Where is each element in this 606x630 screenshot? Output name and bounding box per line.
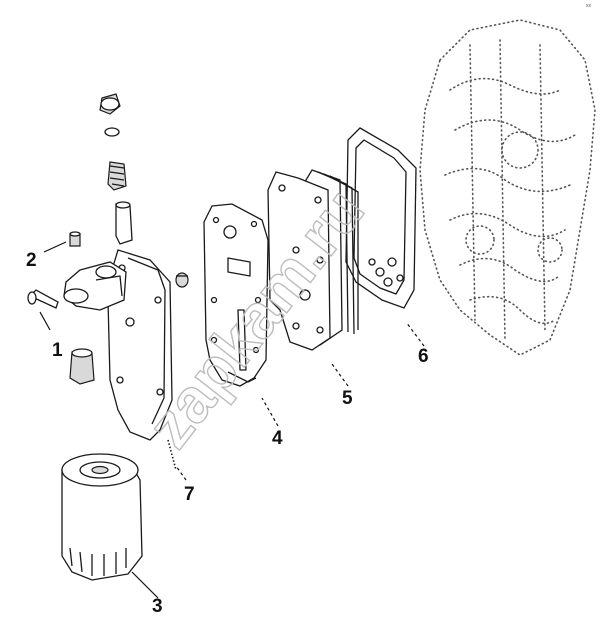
plug-part-2 [69,231,81,247]
adapter-fitting [69,348,95,385]
gasket-part-4 [203,203,269,387]
callout-1: 1 [52,340,63,361]
bolt-part-1 [27,289,59,309]
relief-valve-stack [99,93,133,245]
callout-4: 4 [272,428,283,449]
gasket-part-6 [345,127,417,309]
elbow-fitting [175,272,189,288]
oil-cooler-part-5 [267,169,359,351]
engine-block-outline [419,19,596,356]
callout-2: 2 [26,250,37,271]
callout-3: 3 [152,596,163,617]
corner-mark: xx [586,3,592,9]
leader-4 [261,397,279,427]
leader-1 [39,311,51,331]
callout-6: 6 [418,346,429,367]
callout-7: 7 [184,484,195,505]
leader-7 [175,465,187,481]
filter-head-housing-part-7 [63,249,177,471]
leader-5 [331,363,349,387]
leader-3 [131,571,159,599]
leader-2 [43,241,67,253]
leader-6 [405,321,425,347]
leader-lines [39,241,425,599]
oil-filter-part-3 [61,453,143,581]
callout-5: 5 [342,388,353,409]
